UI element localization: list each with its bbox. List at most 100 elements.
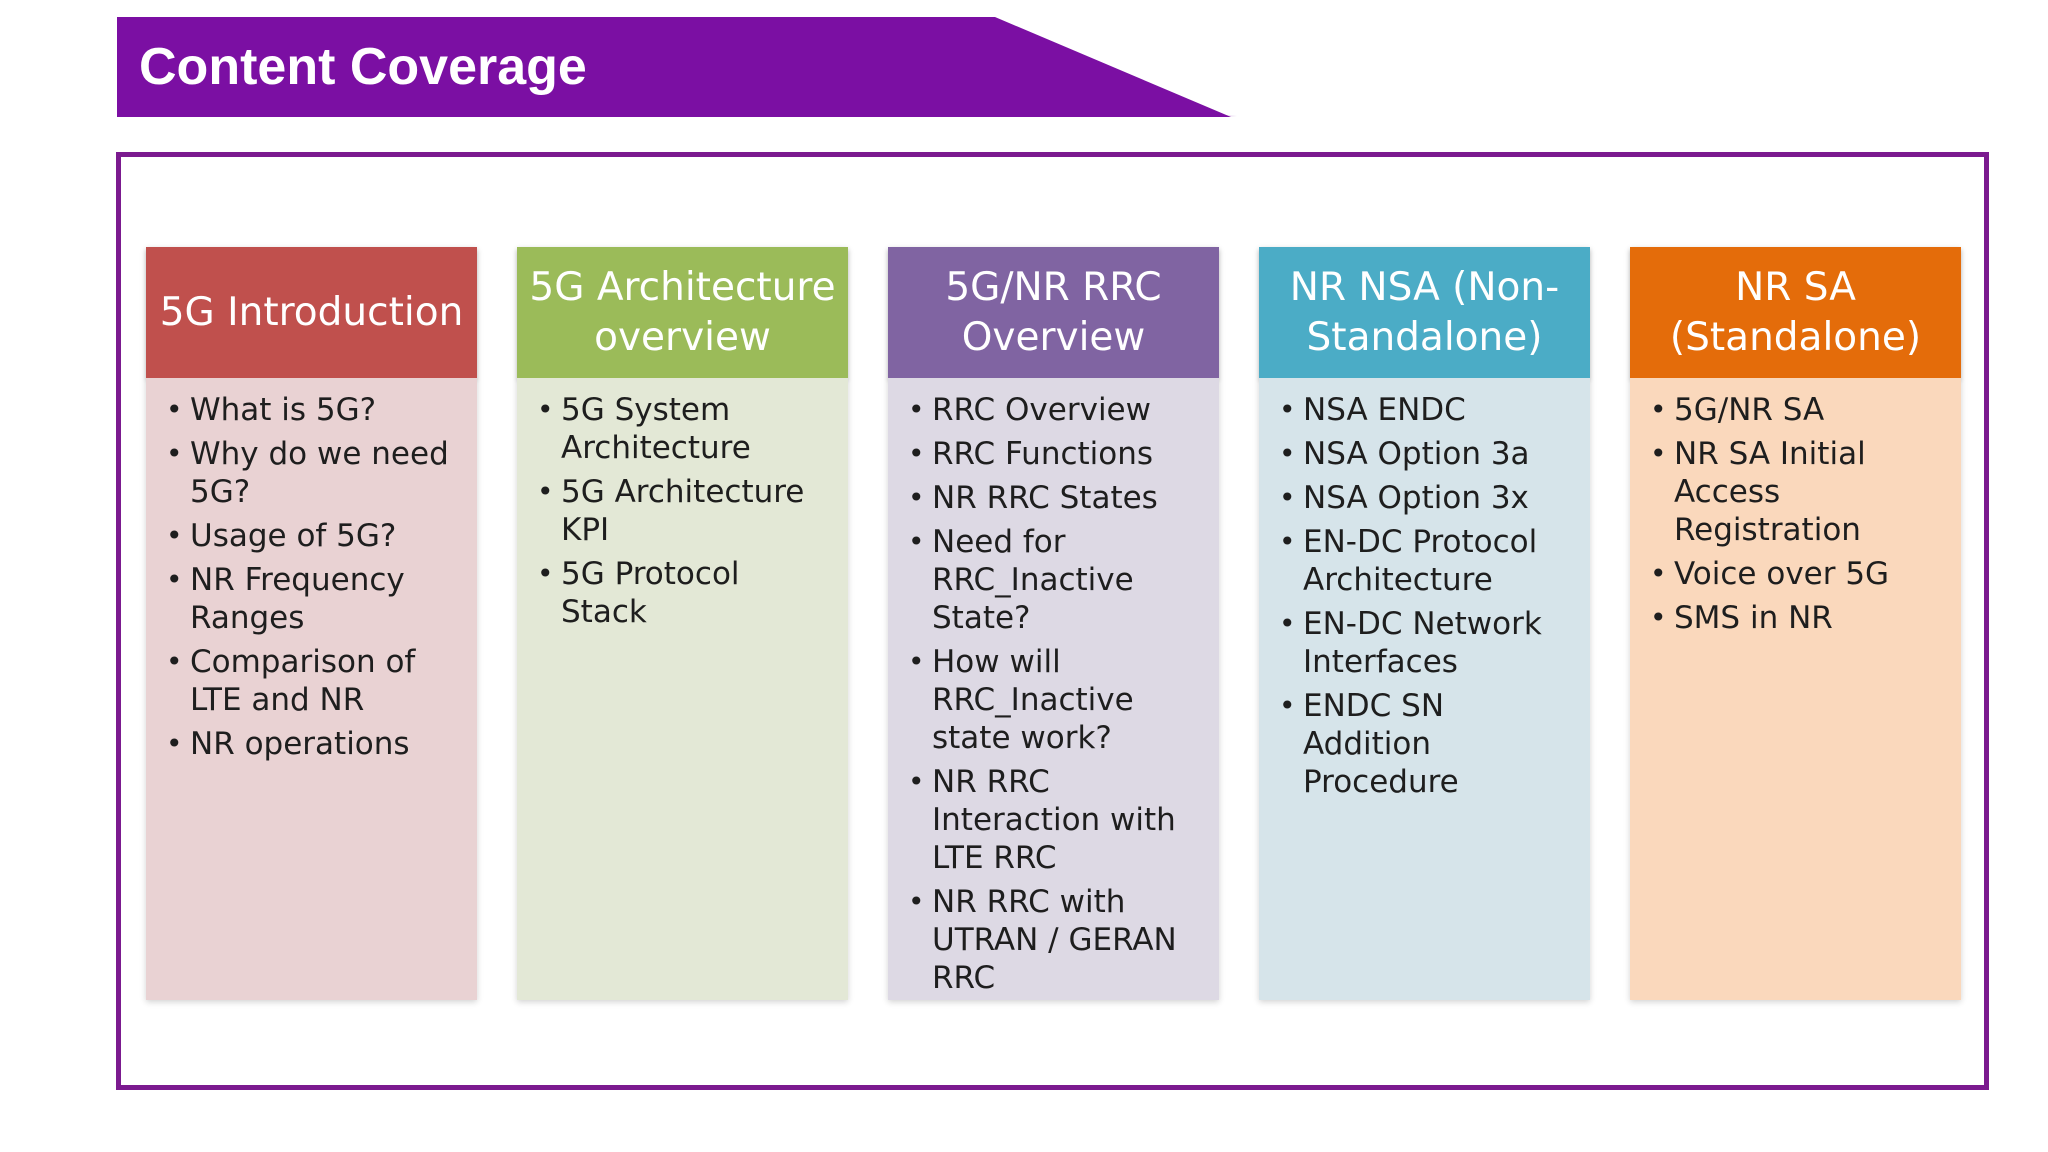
column-nr-nsa: NR NSA (Non-Standalone)•NSA ENDC•NSA Opt… xyxy=(1259,247,1590,1000)
bullet-icon: • xyxy=(908,481,925,514)
column-header-label: NR NSA (Non-Standalone) xyxy=(1289,264,1560,360)
bullet-icon: • xyxy=(166,727,183,760)
bullet-icon: • xyxy=(166,393,183,426)
column-header: 5G Introduction xyxy=(146,247,477,378)
list-item: •NR SA Initial Access Registration xyxy=(1648,435,1943,549)
bullet-icon: • xyxy=(1279,437,1296,470)
column-nr-sa: NR SA (Standalone)•5G/NR SA•NR SA Initia… xyxy=(1630,247,1961,1000)
bullet-icon: • xyxy=(908,885,925,918)
list-item-text: 5G/NR SA xyxy=(1674,392,1825,428)
bullet-icon: • xyxy=(908,437,925,470)
column-header: NR NSA (Non-Standalone) xyxy=(1259,247,1590,378)
bullet-icon: • xyxy=(1279,481,1296,514)
list-item: •Why do we need 5G? xyxy=(164,435,459,511)
bullet-icon: • xyxy=(166,437,183,470)
column-header: 5G/NR RRC Overview xyxy=(888,247,1219,378)
bullet-icon: • xyxy=(908,645,925,678)
bullet-icon: • xyxy=(1650,437,1667,470)
list-item-text: 5G Architecture KPI xyxy=(561,474,805,548)
list-item-text: What is 5G? xyxy=(190,392,377,428)
bullet-icon: • xyxy=(1279,525,1296,558)
bullet-icon: • xyxy=(908,525,925,558)
list-item-text: 5G Protocol Stack xyxy=(561,556,740,630)
bullet-icon: • xyxy=(166,563,183,596)
list-item: •NR RRC Interaction with LTE RRC xyxy=(906,763,1201,877)
bullet-icon: • xyxy=(908,393,925,426)
bullet-icon: • xyxy=(537,475,554,508)
list-item-text: EN-DC Protocol Architecture xyxy=(1303,524,1538,598)
bullet-icon: • xyxy=(1279,689,1296,722)
column-header-label: 5G Introduction xyxy=(159,289,464,335)
title-banner: Content Coverage xyxy=(117,17,1237,117)
list-item: •5G Protocol Stack xyxy=(535,555,830,631)
column-body: •What is 5G?•Why do we need 5G?•Usage of… xyxy=(146,378,477,1000)
list-item: •What is 5G? xyxy=(164,391,459,429)
list-item: •Usage of 5G? xyxy=(164,517,459,555)
list-item: •NR RRC with UTRAN / GERAN RRC xyxy=(906,883,1201,997)
list-item: •Need for RRC_Inactive State? xyxy=(906,523,1201,637)
list-item-text: NR RRC Interaction with LTE RRC xyxy=(932,764,1176,876)
column-5g-nr-rrc-overview: 5G/NR RRC Overview•RRC Overview•RRC Func… xyxy=(888,247,1219,1000)
column-header: NR SA (Standalone) xyxy=(1630,247,1961,378)
content-frame xyxy=(116,152,1989,1090)
list-item-text: Comparison of LTE and NR xyxy=(190,644,416,718)
list-item-text: NSA Option 3x xyxy=(1303,480,1529,516)
list-item: •5G Architecture KPI xyxy=(535,473,830,549)
list-item-text: SMS in NR xyxy=(1674,600,1833,636)
bullet-icon: • xyxy=(1650,557,1667,590)
bullet-icon: • xyxy=(166,645,183,678)
list-item-text: NR Frequency Ranges xyxy=(190,562,405,636)
list-item-text: RRC Functions xyxy=(932,436,1154,472)
bullet-icon: • xyxy=(166,519,183,552)
bullet-icon: • xyxy=(908,765,925,798)
column-body: •5G System Architecture•5G Architecture … xyxy=(517,378,848,1000)
column-header-label: 5G Architecture overview xyxy=(529,264,836,360)
topic-list: •5G/NR SA•NR SA Initial Access Registrat… xyxy=(1648,391,1943,637)
banner-fill xyxy=(117,17,1231,117)
topic-list: •NSA ENDC•NSA Option 3a•NSA Option 3x•EN… xyxy=(1277,391,1572,801)
list-item: •Comparison of LTE and NR xyxy=(164,643,459,719)
list-item: •RRC Overview xyxy=(906,391,1201,429)
list-item: •5G/NR SA xyxy=(1648,391,1943,429)
list-item-text: EN-DC Network Interfaces xyxy=(1303,606,1542,680)
column-header-label: 5G/NR RRC Overview xyxy=(945,264,1162,360)
bullet-icon: • xyxy=(1279,607,1296,640)
bullet-icon: • xyxy=(1279,393,1296,426)
column-5g-architecture-overview: 5G Architecture overview•5G System Archi… xyxy=(517,247,848,1000)
column-body: •RRC Overview•RRC Functions•NR RRC State… xyxy=(888,378,1219,1000)
list-item: •5G System Architecture xyxy=(535,391,830,467)
list-item: •NR RRC States xyxy=(906,479,1201,517)
list-item: •NSA ENDC xyxy=(1277,391,1572,429)
column-body: •5G/NR SA•NR SA Initial Access Registrat… xyxy=(1630,378,1961,1000)
list-item: •ENDC SN Addition Procedure xyxy=(1277,687,1572,801)
list-item: •How will RRC_Inactive state work? xyxy=(906,643,1201,757)
list-item-text: NR operations xyxy=(190,726,410,762)
bullet-icon: • xyxy=(1650,601,1667,634)
list-item: •RRC Functions xyxy=(906,435,1201,473)
page-title: Content Coverage xyxy=(139,38,587,96)
list-item-text: NR RRC with UTRAN / GERAN RRC xyxy=(932,884,1177,996)
list-item-text: Need for RRC_Inactive State? xyxy=(932,524,1134,636)
topic-list: •What is 5G?•Why do we need 5G?•Usage of… xyxy=(164,391,459,763)
list-item-text: RRC Overview xyxy=(932,392,1151,428)
list-item-text: NSA Option 3a xyxy=(1303,436,1530,472)
column-5g-introduction: 5G Introduction•What is 5G?•Why do we ne… xyxy=(146,247,477,1000)
bullet-icon: • xyxy=(1650,393,1667,426)
list-item-text: How will RRC_Inactive state work? xyxy=(932,644,1134,756)
list-item: •EN-DC Network Interfaces xyxy=(1277,605,1572,681)
list-item: •NR operations xyxy=(164,725,459,763)
banner-shape xyxy=(117,17,1237,117)
list-item: •Voice over 5G xyxy=(1648,555,1943,593)
column-header-label: NR SA (Standalone) xyxy=(1669,264,1922,360)
list-item: •NR Frequency Ranges xyxy=(164,561,459,637)
list-item-text: ENDC SN Addition Procedure xyxy=(1303,688,1459,800)
column-body: •NSA ENDC•NSA Option 3a•NSA Option 3x•EN… xyxy=(1259,378,1590,1000)
list-item-text: Usage of 5G? xyxy=(190,518,397,554)
column-header: 5G Architecture overview xyxy=(517,247,848,378)
list-item: •EN-DC Protocol Architecture xyxy=(1277,523,1572,599)
bullet-icon: • xyxy=(537,557,554,590)
list-item: •SMS in NR xyxy=(1648,599,1943,637)
list-item: •NSA Option 3x xyxy=(1277,479,1572,517)
topic-list: •RRC Overview•RRC Functions•NR RRC State… xyxy=(906,391,1201,997)
list-item-text: 5G System Architecture xyxy=(561,392,751,466)
